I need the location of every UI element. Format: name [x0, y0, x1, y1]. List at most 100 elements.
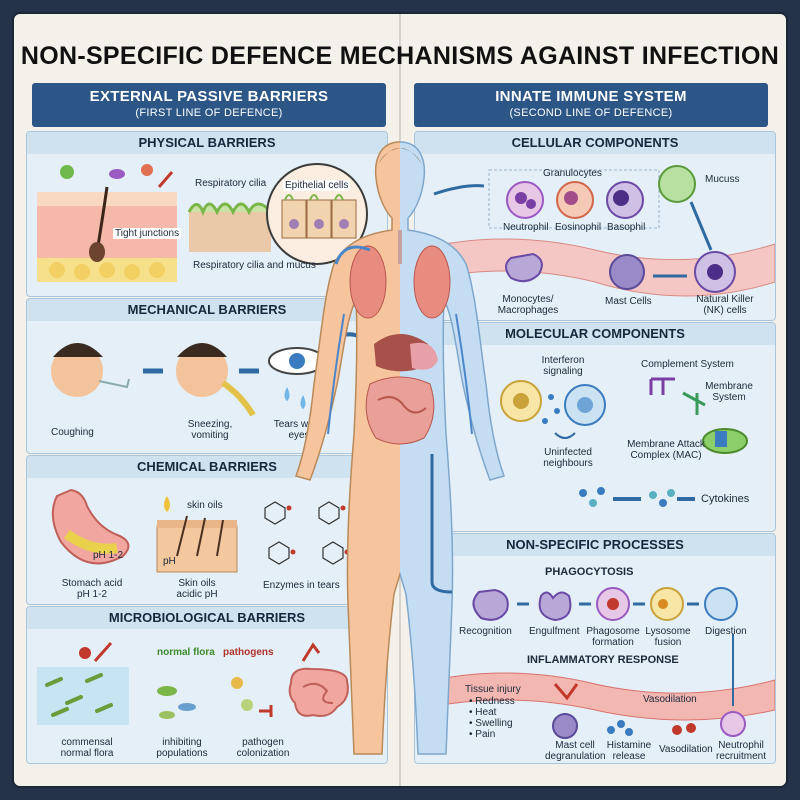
page-title: NON-SPECIFIC DEFENCE MECHANISMS AGAINST … [20, 42, 780, 70]
granulocytes-label: Granulocytes [543, 168, 602, 179]
inflamed-vessel-graphic [415, 672, 775, 721]
vasodilation-top-label: Vasodilation [643, 694, 697, 705]
injury-icon [553, 683, 579, 701]
nk-cells-label: Natural Killer (NK) cells [696, 294, 754, 316]
skin-oils-acidic-label: Skin oils acidic pH [176, 578, 218, 600]
left-column-header: EXTERNAL PASSIVE BARRIERS (FIRST LINE OF… [32, 83, 386, 127]
mucus-label: Mucuss [705, 174, 740, 185]
oil-drop-icon [164, 496, 170, 512]
tears-label: Tears wash eyes [273, 419, 325, 441]
sign-swelling: • Swelling [469, 718, 513, 729]
mucus-cell [658, 165, 696, 203]
stomach-acid-label: Stomach acid pH 1-2 [61, 578, 123, 600]
tissue-injury-label: Tissue injury [465, 684, 521, 695]
enzyme-structure-graphic [264, 501, 344, 565]
left-column-heading: EXTERNAL PASSIVE BARRIERS [89, 88, 329, 105]
microbiological-barriers-panel: MICROBIOLOGICAL BARRIERS normal flora pa… [26, 606, 388, 764]
molecular-components-title: MOLECULAR COMPONENTS [415, 323, 775, 345]
inhibiting-populations-label: inhibiting populations [156, 737, 208, 759]
skin-oils-label: skin oils [187, 500, 223, 511]
sign-redness: • Redness [469, 696, 515, 707]
sign-heat: • Heat [469, 707, 497, 718]
neutrophil-label: Neutrophil [503, 222, 549, 233]
interferon-label: Interferon signaling [541, 355, 585, 377]
cellular-components-title: CELLULAR COMPONENTS [415, 132, 775, 154]
right-column-subheading: (SECOND LINE OF DEFENCE) [509, 107, 673, 119]
digestion-label: Digestion [705, 626, 747, 637]
physical-barriers-panel: PHYSICAL BARRIERS Respiratory cilia Epit… [26, 131, 388, 297]
histamine-release-label: Histamine release [606, 740, 652, 762]
macrophages-label: Monocytes/ Macrophages [497, 294, 559, 316]
chemical-barriers-illustration [51, 488, 350, 573]
coughing-label: Coughing [51, 427, 94, 438]
nonspecific-processes-panel: NON-SPECIFIC PROCESSES PHAGOCYTOSIS Reco… [414, 533, 776, 764]
lysosome-label: Lysosome fusion [645, 626, 691, 648]
mast-cell [609, 254, 645, 290]
physical-barriers-illustration [37, 163, 368, 282]
pathogens-label: pathogens [223, 647, 274, 658]
molecular-components-illustration [500, 377, 748, 507]
microbe-icon [141, 164, 153, 176]
pathogen-icon [231, 677, 243, 689]
pathogen-icon [79, 647, 91, 659]
tight-junctions-label: Tight junctions [113, 228, 182, 239]
right-column-header: INNATE IMMUNE SYSTEM (SECOND LINE OF DEF… [414, 83, 768, 127]
mechanical-barriers-panel: MECHANICAL BARRIERS Coughing Sneezing, v… [26, 298, 388, 454]
cytokines-label: Cytokines [701, 493, 750, 505]
neutrophil-recruited-cell [720, 711, 746, 737]
cellular-components-panel: CELLULAR COMPONENTS Granulocytes Neutrop… [414, 131, 776, 321]
mac-label: Membrane Attack Complex (MAC) [627, 439, 705, 461]
pathogen-icon [241, 699, 253, 711]
pathogen-colonization-label: pathogen colonization [236, 737, 290, 759]
normal-flora-icon [159, 711, 175, 719]
tear-drop-icon [300, 395, 306, 409]
neutrophil-recruitment-label: Neutrophil recruitment [715, 740, 766, 762]
inflammatory-response-title: INFLAMMATORY RESPONSE [527, 654, 679, 666]
epithelium-graphic [189, 212, 271, 252]
uninfected-neighbours-label: Uninfected neighbours [543, 447, 593, 469]
cilia-mucus-label: Respiratory cilia and mucus [193, 260, 316, 271]
mast-cell-degranulation-label: Mast cell degranulation [545, 740, 606, 762]
phagocytosis-title: PHAGOCYTOSIS [545, 566, 634, 578]
mast-cells-label: Mast Cells [605, 296, 652, 307]
molecular-components-panel: MOLECULAR COMPONENTS Interferon signalin… [414, 322, 776, 532]
right-column-heading: INNATE IMMUNE SYSTEM [495, 88, 687, 105]
basophil-label: Basophil [607, 222, 646, 233]
recognition-cell [472, 588, 509, 621]
sneezing-label: Sneezing, vomiting [187, 419, 233, 441]
coughing-face-graphic [51, 345, 103, 397]
normal-flora-icon [157, 686, 177, 696]
book-spread: NON-SPECIFIC DEFENCE MECHANISMS AGAINST … [14, 14, 786, 786]
microbe-icon [109, 169, 125, 179]
epithelial-cells-label: Epithelial cells [283, 180, 351, 191]
normal-flora-label: normal flora [157, 647, 215, 658]
left-column-subheading: (FIRST LINE OF DEFENCE) [135, 107, 283, 119]
skin-ph-label: pH [163, 556, 176, 567]
engulfment-cell [538, 591, 572, 622]
microbe-icon [60, 165, 74, 179]
nonspecific-processes-title: NON-SPECIFIC PROCESSES [415, 534, 775, 556]
chemical-barriers-panel: CHEMICAL BARRIERS skin oils pH 1-2 pH St… [26, 455, 388, 605]
intestine-graphic [288, 667, 349, 717]
macrophage-cell [505, 252, 543, 283]
skin-flora-graphic [37, 667, 129, 725]
engulfment-label: Engulfment [529, 626, 580, 637]
phagosome-label: Phagosome formation [586, 626, 640, 648]
tear-drop-icon [284, 387, 290, 401]
vasodilation-bottom-label: Vasodilation [659, 744, 713, 755]
digestion-cell [704, 587, 738, 621]
sign-pain: • Pain [469, 729, 496, 740]
stomach-ph-label: pH 1-2 [93, 550, 124, 561]
respiratory-cilia-label: Respiratory cilia [195, 178, 267, 189]
book-spine [399, 14, 401, 786]
commensal-flora-label: commensal normal flora [60, 737, 114, 759]
mast-cell-degranulation [552, 713, 578, 739]
enzymes-tears-label: Enzymes in tears [263, 580, 340, 591]
complement-system-label: Complement System [641, 359, 734, 370]
sneezing-face-graphic [176, 345, 228, 397]
membrane-system-label: Membrane System [705, 381, 753, 403]
recognition-label: Recognition [459, 626, 512, 637]
normal-flora-icon [178, 703, 196, 711]
eosinophil-label: Eosinophil [555, 222, 602, 233]
cellular-components-illustration [415, 165, 775, 297]
